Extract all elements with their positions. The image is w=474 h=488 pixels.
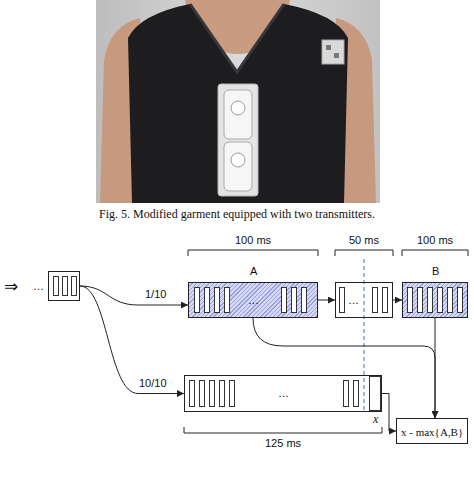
window-name: B	[432, 265, 439, 278]
sample-cell	[199, 380, 205, 407]
input-buffer: …	[48, 271, 80, 301]
connector	[253, 318, 435, 418]
duration-label: 100 ms	[234, 234, 272, 247]
duration-label: 125 ms	[264, 437, 302, 450]
transmitter	[224, 90, 252, 139]
window-name: A	[250, 265, 257, 278]
transmitter-button	[231, 101, 245, 115]
sample-cell	[427, 287, 433, 313]
tag-patch	[322, 40, 344, 64]
sample-cell	[417, 287, 423, 313]
photo-background	[96, 0, 380, 203]
sample-cell	[224, 287, 230, 313]
edge-label: 10/10	[138, 377, 168, 390]
sample-cell	[343, 380, 349, 407]
sample-cell	[214, 287, 220, 313]
connector	[80, 286, 184, 394]
sample-cell	[437, 287, 443, 313]
garment	[128, 4, 348, 203]
tag-mark	[334, 53, 339, 58]
gap-box: …	[335, 282, 393, 318]
ellipsis: …	[278, 387, 289, 400]
transmitter	[224, 142, 252, 191]
sample-name: x	[372, 413, 379, 426]
current-sample-cell	[369, 376, 381, 411]
tag-mark	[326, 45, 331, 50]
sample-cell	[372, 287, 378, 313]
connector	[435, 318, 436, 418]
edge-label: 1/10	[144, 288, 167, 301]
sample-cell	[281, 287, 287, 313]
sample-cell	[209, 380, 215, 407]
ellipsis: …	[33, 280, 44, 293]
time-bracket	[402, 250, 468, 256]
result-box: x - max{A,B}	[396, 418, 468, 444]
formula: x - max{A,B}	[401, 426, 463, 438]
window-box: A…	[188, 282, 318, 318]
time-bracket	[335, 250, 393, 256]
sample-cell	[219, 380, 225, 407]
sample-cell	[204, 287, 210, 313]
sample-cell	[291, 287, 297, 313]
sample-cell	[382, 287, 388, 313]
connector	[382, 394, 396, 432]
transmitter-button	[231, 153, 245, 167]
sample-cell	[407, 287, 413, 313]
sample-buffer: …	[184, 375, 382, 412]
connector	[318, 300, 335, 301]
sample-cell	[53, 276, 59, 296]
sample-cell	[71, 276, 77, 296]
window-box: B	[402, 282, 468, 318]
figure-caption: Fig. 5. Modified garment equipped with t…	[99, 207, 375, 221]
sample-cell	[189, 380, 195, 407]
duration-label: 100 ms	[416, 234, 454, 247]
transmitter-holder	[218, 84, 258, 196]
sample-cell	[194, 287, 200, 313]
sample-cell	[339, 287, 345, 313]
input-arrow: ⇒	[3, 276, 19, 296]
sample-cell	[62, 276, 68, 296]
sample-cell	[229, 380, 235, 407]
time-bracket	[188, 250, 318, 256]
sample-cell	[353, 380, 359, 407]
sample-cell	[447, 287, 453, 313]
collar	[190, 4, 284, 72]
connector	[393, 300, 402, 301]
sample-cell	[457, 287, 463, 313]
ellipsis: …	[348, 294, 359, 307]
duration-label: 50 ms	[348, 234, 380, 247]
time-bracket	[184, 427, 382, 433]
ellipsis: …	[248, 294, 259, 307]
sample-cell	[301, 287, 307, 313]
